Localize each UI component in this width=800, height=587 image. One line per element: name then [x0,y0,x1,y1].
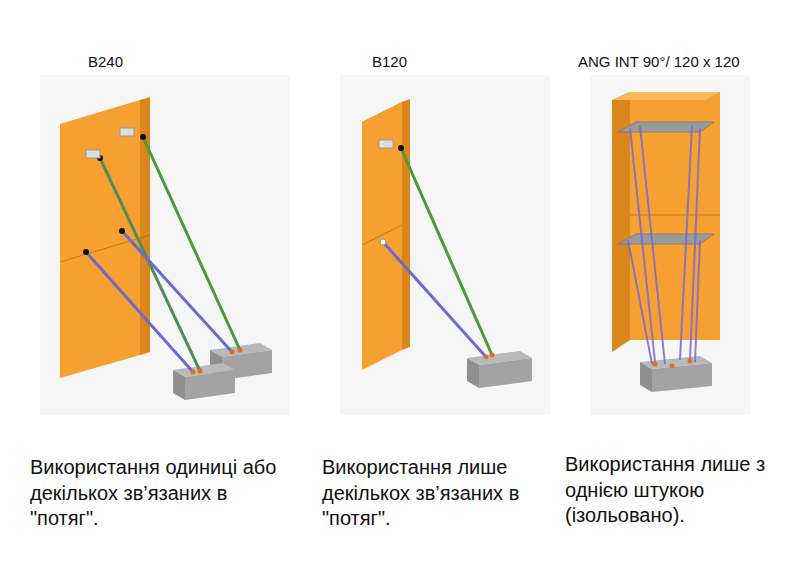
panel-ground [340,75,550,415]
panel-ground [40,75,290,415]
caption-note: Використання лише з однією штукою (ізоль… [565,452,795,529]
anchor-point [653,359,693,369]
concrete-block [467,351,532,388]
corner-panel [612,92,720,352]
brace-cable [83,128,243,375]
type-label: B240 [88,52,168,71]
wall-panel [362,99,410,370]
type-label: ANG INT 90°/ 120 x 120 [578,52,793,71]
brace-cable [379,140,495,360]
brace-cable [628,126,700,364]
concrete-block [173,343,272,400]
panel-ground [590,75,750,415]
caption-note: Використання одиниці або декількох зв’яз… [30,455,292,532]
type-label: B120 [372,52,452,71]
caption-note: Використання лише декількох зв’язаних в … [322,455,552,532]
